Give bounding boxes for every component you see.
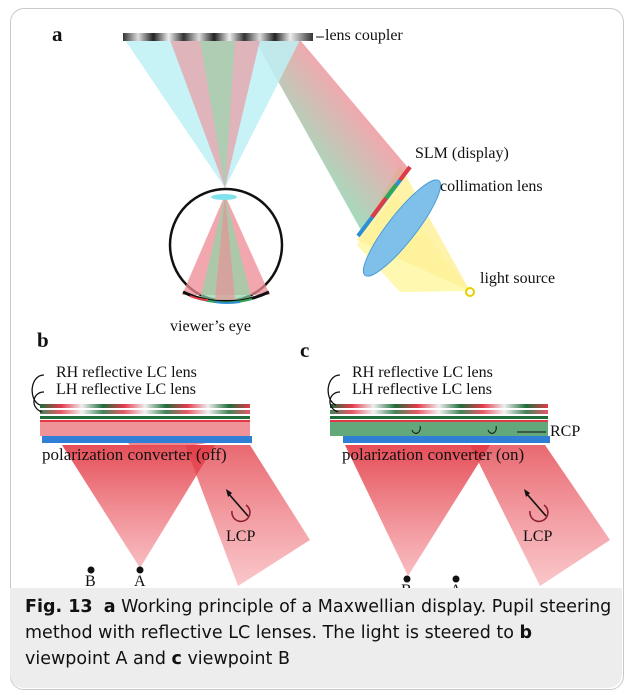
- point-a-c: [452, 575, 460, 583]
- label-lh-lens-b: LH reflective LC lens: [56, 381, 196, 398]
- panel-a-label: a: [52, 22, 63, 46]
- figure-caption: Fig. 13 a Working principle of a Maxwell…: [25, 594, 615, 672]
- polarization-converter-c: [343, 436, 550, 443]
- label-converter-b: polarization converter (off): [42, 445, 227, 464]
- label-lens-coupler: lens coupler: [325, 27, 403, 44]
- label-lcp-c: LCP: [523, 528, 553, 545]
- label-rcp: RCP: [550, 423, 581, 440]
- eye-lens: [211, 194, 237, 200]
- collimation-lens: [362, 179, 442, 277]
- label-slm: SLM (display): [415, 145, 509, 162]
- label-point-b-b: B: [85, 573, 96, 590]
- lc-lens-b: [40, 404, 250, 408]
- caption-b: b: [519, 623, 533, 643]
- caption-c: c: [171, 649, 182, 669]
- panel-c-label: c: [300, 338, 310, 362]
- caption-box: [10, 588, 622, 688]
- light-source-dot: [465, 287, 475, 297]
- diagonal-beam: [255, 40, 410, 232]
- point-b-b: [87, 566, 95, 574]
- lc-lens-c: [330, 404, 548, 408]
- caption-text-2: viewpoint A and: [25, 649, 172, 669]
- point-a-b: [136, 566, 144, 574]
- caption-fig-number: Fig. 13: [25, 597, 93, 617]
- label-viewers-eye: viewer’s eye: [170, 318, 251, 335]
- caption-text-3: viewpoint B: [181, 649, 290, 669]
- label-rh-lens-b: RH reflective LC lens: [56, 364, 197, 381]
- polarization-converter-b: [42, 436, 252, 443]
- panel-b-label: b: [37, 328, 49, 352]
- label-lh-lens-c: LH reflective LC lens: [352, 381, 492, 398]
- beam-c-incident: [470, 445, 610, 586]
- label-converter-c: polarization converter (on): [342, 445, 525, 464]
- label-lcp-b: LCP: [226, 528, 256, 545]
- label-point-a-b: A: [134, 573, 146, 590]
- label-rh-lens-c: RH reflective LC lens: [352, 364, 493, 381]
- caption-a: a: [103, 597, 116, 617]
- label-light-source: light source: [480, 270, 556, 287]
- beam-b-cone: [62, 445, 215, 568]
- beam-c-cone: [345, 445, 490, 576]
- lens-coupler: [123, 33, 313, 41]
- point-b-c: [403, 575, 411, 583]
- label-collimation-lens: collimation lens: [440, 178, 543, 195]
- caption-text-1: Working principle of a Maxwellian displa…: [25, 597, 612, 643]
